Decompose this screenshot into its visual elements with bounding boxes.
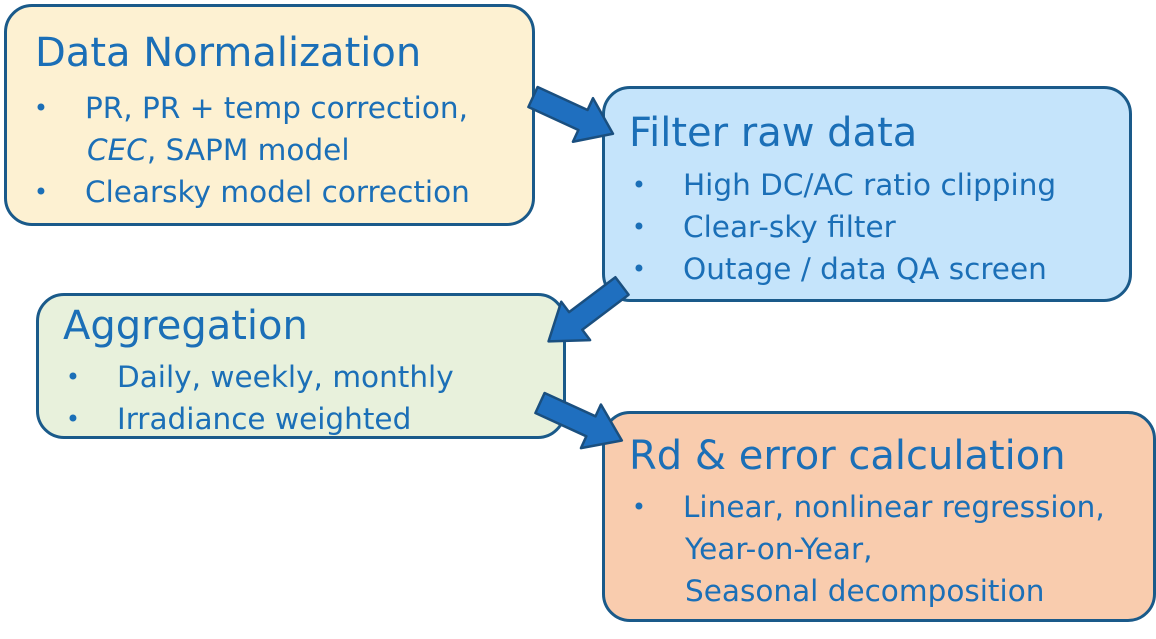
bullet-icon: • [631, 493, 647, 521]
bullet-text: Linear, nonlinear regression, [683, 490, 1105, 524]
data-normalization-title: Data Normalization [35, 30, 422, 76]
list-item: • Clear-sky filter [629, 206, 1056, 248]
bullet-continuation: Year-on-Year, [685, 532, 873, 566]
data-normalization-box: Data Normalization • PR, PR + temp corre… [4, 4, 535, 226]
list-item: • Clearsky model correction [31, 171, 470, 213]
list-item: • Daily, weekly, monthly [63, 356, 454, 398]
bullet-continuation: CEC, SAPM model [85, 129, 470, 171]
list-item: • Linear, nonlinear regression, Year-on-… [629, 486, 1105, 612]
rd-error-calculation-title: Rd & error calculation [629, 433, 1066, 479]
filter-raw-data-box: Filter raw data • High DC/AC ratio clipp… [602, 86, 1132, 302]
bullet-text: Daily, weekly, monthly [117, 360, 454, 394]
list-item: • Irradiance weighted [63, 398, 454, 440]
data-normalization-list: • PR, PR + temp correction, CEC, SAPM mo… [31, 87, 470, 213]
list-item: • High DC/AC ratio clipping [629, 164, 1056, 206]
bullet-text: Irradiance weighted [117, 402, 412, 436]
bullet-icon: • [631, 255, 647, 283]
bullet-italic-text: CEC [87, 133, 147, 167]
bullet-text: High DC/AC ratio clipping [683, 168, 1057, 202]
list-item: • PR, PR + temp correction, CEC, SAPM mo… [31, 87, 470, 171]
bullet-icon: • [33, 94, 49, 122]
bullet-text: Clearsky model correction [85, 175, 470, 209]
aggregation-list: • Daily, weekly, monthly • Irradiance we… [63, 356, 454, 440]
bullet-icon: • [65, 363, 81, 391]
rd-error-calculation-box: Rd & error calculation • Linear, nonline… [602, 411, 1156, 622]
rd-error-calculation-list: • Linear, nonlinear regression, Year-on-… [629, 486, 1105, 612]
aggregation-title: Aggregation [63, 303, 308, 349]
bullet-continuation-text: , SAPM model [146, 133, 350, 167]
filter-raw-data-list: • High DC/AC ratio clipping • Clear-sky … [629, 164, 1056, 290]
bullet-icon: • [631, 171, 647, 199]
bullet-text: Outage / data QA screen [683, 252, 1047, 286]
bullet-continuation: Seasonal decomposition [685, 574, 1045, 608]
bullet-icon: • [33, 178, 49, 206]
bullet-icon: • [631, 213, 647, 241]
bullet-icon: • [65, 405, 81, 433]
aggregation-box: Aggregation • Daily, weekly, monthly • I… [36, 293, 566, 439]
bullet-text: Clear-sky filter [683, 210, 896, 244]
bullet-text: PR, PR + temp correction, [85, 91, 468, 125]
filter-raw-data-title: Filter raw data [629, 110, 918, 156]
list-item: • Outage / data QA screen [629, 248, 1056, 290]
